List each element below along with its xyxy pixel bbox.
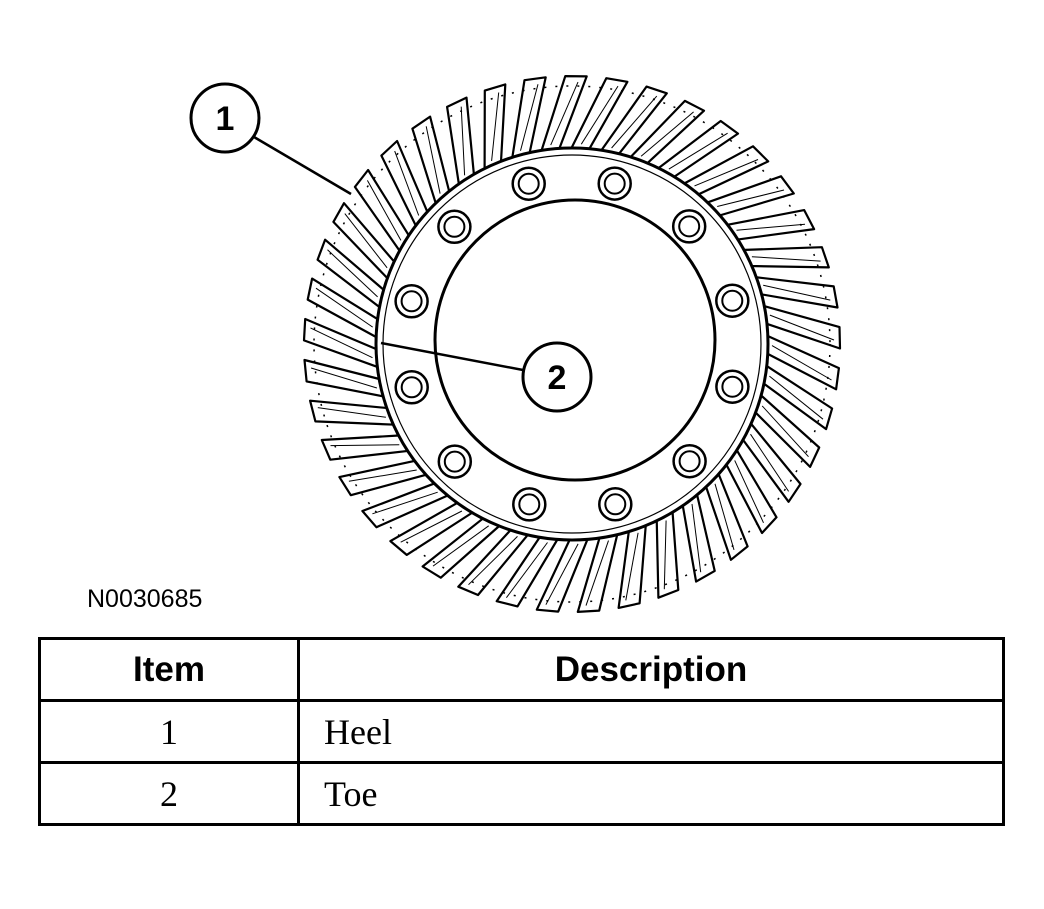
gear-tooth-flank	[348, 469, 417, 482]
bolt-hole	[511, 166, 546, 201]
center-bore	[433, 198, 717, 482]
gear-tooth-flank	[327, 249, 378, 298]
table-row: 1 Heel	[38, 699, 1005, 764]
bolt-hole-bore	[518, 493, 541, 516]
gear-tooth-flank	[761, 405, 809, 458]
bolt-hole	[597, 166, 632, 201]
bolt-hole	[671, 209, 707, 244]
gear-tooth-flank	[640, 111, 694, 157]
gear-tooth	[320, 434, 412, 461]
gear-tooth-flank	[310, 327, 373, 359]
legend-item-cell: 2	[38, 761, 300, 826]
legend-description-cell: Heel	[297, 699, 1005, 764]
legend-description-cell: Toe	[297, 761, 1005, 826]
legend-header-description: Description	[297, 637, 1005, 702]
gear-tooth-flank	[763, 284, 831, 301]
gear-tooth-flank	[520, 84, 539, 151]
bolt-hole-bore	[721, 375, 744, 398]
gear-tooth-flank	[400, 510, 463, 543]
gear-tooth-flank	[769, 375, 824, 420]
bolt-hole-bore	[721, 289, 744, 312]
bolt-hole	[672, 443, 707, 479]
bolt-hole-bore	[400, 376, 423, 399]
gear-tooth-flank	[432, 525, 489, 567]
gear-tooth-flank	[372, 491, 438, 515]
gear-tooth-flank	[344, 213, 388, 269]
gear-tooth-flank	[315, 287, 373, 328]
gear-outer-edge	[313, 85, 831, 603]
callout-1-number: 1	[216, 100, 235, 138]
bolt-hole	[394, 370, 429, 405]
bolt-hole	[715, 283, 750, 318]
ring-gear-illustration: 1 2	[189, 74, 842, 614]
legend-item-cell: 1	[38, 699, 300, 764]
bolt-hole-bore	[517, 172, 540, 195]
gear-tooth-flank	[611, 95, 658, 149]
bolt-hole-bore	[443, 215, 466, 238]
legend-table: Item Description 1 Heel 2 Toe	[38, 637, 1005, 826]
bolt-hole	[437, 444, 473, 479]
gear-tooth-flank	[550, 81, 579, 146]
bolt-hole	[715, 369, 750, 404]
callout-1-bubble	[189, 82, 261, 154]
gear-tooth-flank	[545, 543, 579, 605]
gear-tooth-flank	[460, 106, 466, 176]
bolt-hole-bore	[604, 493, 627, 516]
bolt-hole-bore	[678, 215, 701, 238]
gear-tooth-flank	[585, 540, 609, 606]
bolt-hole-bore	[443, 450, 466, 473]
gear-tooth-flank	[491, 92, 500, 161]
gear-tooth-flank	[468, 536, 518, 586]
callout-2-bubble	[521, 341, 593, 413]
bolt-hole-bore	[400, 290, 423, 313]
table-row: 2 Toe	[38, 761, 1005, 826]
gear-tooth-flank	[750, 433, 790, 492]
gear-tooth-flank	[734, 460, 764, 524]
gear-tooth-flank	[691, 503, 702, 573]
gear-tooth-flank	[769, 314, 835, 341]
figure-code: N0030685	[87, 585, 203, 613]
gear-tooth-flank	[668, 132, 728, 170]
bolt-holes	[394, 166, 750, 522]
legend-header-row: Item Description	[38, 637, 1005, 702]
callout-2-number: 2	[548, 359, 567, 397]
gear-tooth-flank	[425, 126, 441, 194]
bolt-hole	[437, 209, 472, 245]
gear-tooth-flank	[694, 159, 759, 187]
callout-2-leader	[380, 341, 524, 372]
gear-tooth-flank	[394, 150, 420, 216]
gear-tooth-flank	[505, 542, 548, 598]
gear-tooth-flank	[714, 483, 735, 551]
gear-tooth-flank	[580, 85, 619, 145]
gear-tooth-flank	[317, 407, 386, 418]
legend-header-item: Item	[38, 637, 300, 702]
gear-tooth	[655, 508, 680, 599]
gear-tooth-flank	[663, 520, 667, 590]
gear-tooth-flank	[736, 223, 806, 231]
bolt-hole-bore	[678, 450, 701, 473]
bolt-hole-bore	[603, 172, 626, 195]
bolt-hole	[512, 487, 547, 522]
gear-tooth-flank	[751, 256, 821, 262]
gear-tooth-flank	[366, 180, 402, 241]
gear-tooth-flank	[771, 345, 832, 381]
gear-tooth-flank	[625, 532, 639, 601]
gear-tooth	[681, 491, 716, 583]
gear-tooth-flank	[330, 444, 400, 447]
bolt-hole	[598, 487, 633, 522]
bolt-hole	[394, 284, 429, 319]
gear-tooth-flank	[310, 367, 378, 389]
gear-tooth-flank	[717, 189, 785, 207]
callout-1-leader	[253, 135, 352, 196]
